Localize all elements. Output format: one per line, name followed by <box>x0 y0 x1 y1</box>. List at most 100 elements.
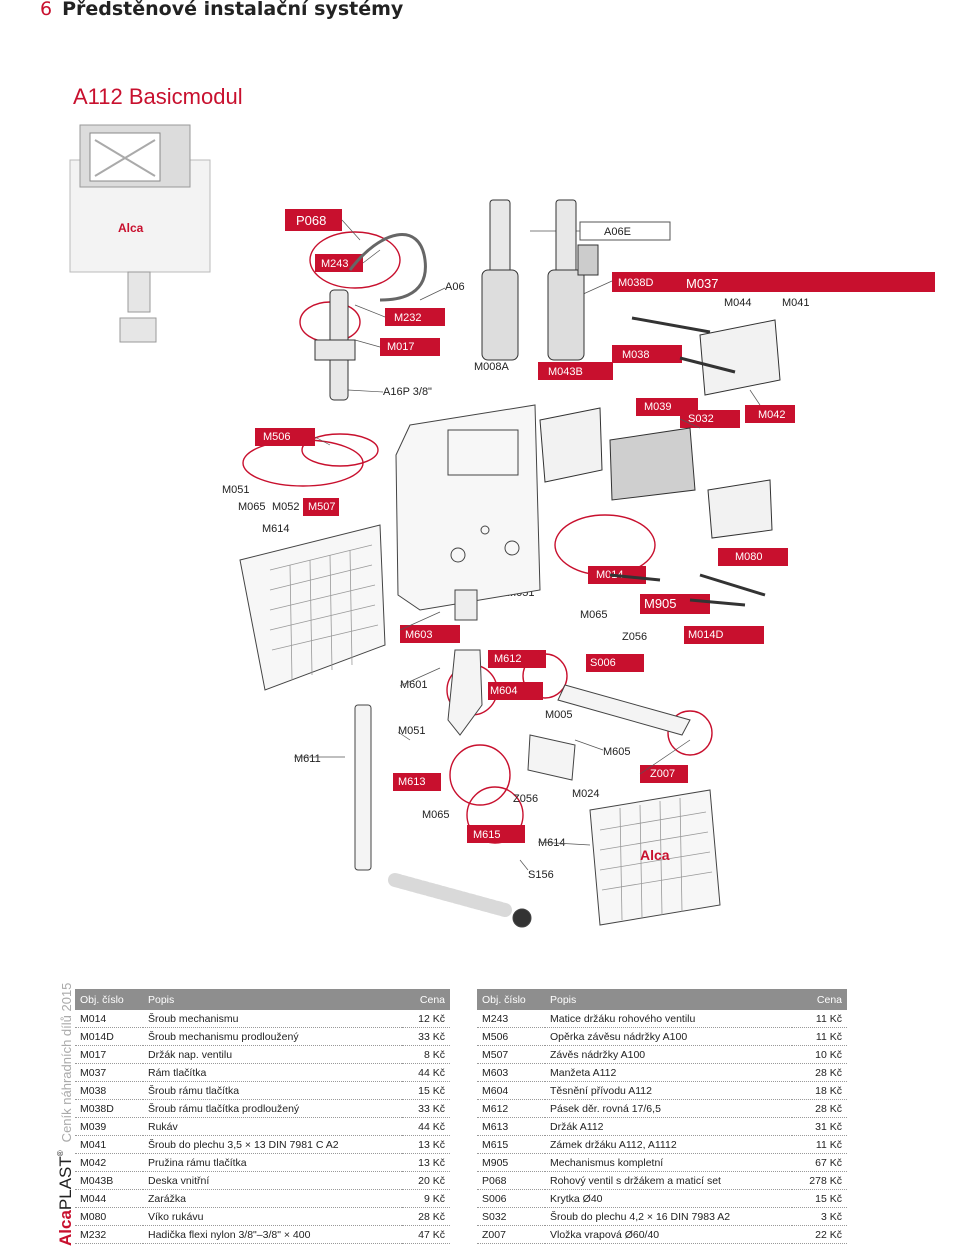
cover-panel-left <box>239 524 386 691</box>
part-price: 12 Kč <box>402 1010 450 1028</box>
label-M008A: M008A <box>474 361 510 373</box>
part-price: 44 Kč <box>402 1117 450 1136</box>
part-price: 47 Kč <box>402 1225 450 1244</box>
part-code: M014 <box>75 1010 143 1028</box>
label-Z056-b: Z056 <box>513 793 538 805</box>
part-price: 278 Kč <box>791 1171 847 1190</box>
label-M605: M605 <box>603 746 631 758</box>
highlight-ring-m506 <box>301 433 379 467</box>
part-price: 33 Kč <box>402 1099 450 1118</box>
label-A16P: A16P 3/8" <box>383 386 432 398</box>
part-description: Vložka vrapová Ø60/40 <box>545 1225 792 1244</box>
part-price: 33 Kč <box>402 1027 450 1046</box>
label-M615: M615 <box>473 829 501 841</box>
part-code: P068 <box>477 1171 545 1190</box>
part-description: Rám tlačítka <box>143 1063 403 1082</box>
part-code: M613 <box>477 1117 545 1136</box>
product-title: A112 Basicmodul <box>73 84 243 109</box>
part-description: Držák nap. ventilu <box>143 1045 403 1064</box>
part-price: 11 Kč <box>791 1010 847 1028</box>
label-M024: M024 <box>572 788 600 800</box>
header-code: Obj. číslo <box>477 989 545 1010</box>
part-description: Víko rukávu <box>143 1207 403 1226</box>
part-price: 28 Kč <box>791 1099 847 1118</box>
label-M014: M014 <box>596 569 624 581</box>
label-M039: M039 <box>644 401 672 413</box>
label-M232: M232 <box>394 312 422 324</box>
label-M037: M037 <box>686 276 719 291</box>
label-M051-c: M051 <box>398 725 426 737</box>
brand-plast: PLAST <box>56 1156 75 1211</box>
part-price: 20 Kč <box>402 1171 450 1190</box>
label-M601: M601 <box>400 679 428 691</box>
label-M507: M507 <box>308 501 336 513</box>
part-code: S032 <box>477 1207 545 1226</box>
part-description: Šroub mechanismu prodloužený <box>143 1027 403 1046</box>
label-Z056-a: Z056 <box>622 631 647 643</box>
label-M506: M506 <box>263 431 291 443</box>
part-price: 22 Kč <box>791 1225 847 1244</box>
label-M052: M052 <box>272 501 300 513</box>
label-Z007: Z007 <box>650 768 675 780</box>
part-code: M506 <box>477 1027 545 1046</box>
label-M065-a: M065 <box>238 501 266 513</box>
label-M038D: M038D <box>618 277 654 289</box>
part-code: M604 <box>477 1081 545 1100</box>
part-price: 31 Kč <box>791 1117 847 1136</box>
part-price: 11 Kč <box>791 1135 847 1154</box>
part-code: M017 <box>75 1045 143 1064</box>
part-code: M038D <box>75 1099 143 1118</box>
panel-logo: Alca <box>640 847 670 863</box>
table-header-row: Obj. číslo Popis Cena <box>75 989 450 1010</box>
label-M051-a: M051 <box>222 484 250 496</box>
brand-alca: Alca <box>56 1210 75 1246</box>
part-price: 3 Kč <box>791 1207 847 1226</box>
label-S032: S032 <box>688 413 714 425</box>
part-price: 9 Kč <box>402 1189 450 1208</box>
label-A06E: A06E <box>604 226 631 238</box>
highlight-ring-p068 <box>309 231 401 289</box>
part-price: 11 Kč <box>791 1027 847 1046</box>
part-code: M014D <box>75 1027 143 1046</box>
part-description: Manžeta A112 <box>545 1063 792 1082</box>
part-code: M041 <box>75 1135 143 1154</box>
part-code: M603 <box>477 1063 545 1082</box>
label-M043B: M043B <box>548 366 583 378</box>
part-code: M905 <box>477 1153 545 1172</box>
part-description: Držák A112 <box>545 1117 792 1136</box>
label-S156: S156 <box>528 869 554 881</box>
label-M614-a: M614 <box>262 523 290 535</box>
label-M613: M613 <box>398 776 426 788</box>
label-M065-c: M065 <box>422 809 450 821</box>
part-description: Deska vnitřní <box>143 1171 403 1190</box>
part-code: M043B <box>75 1171 143 1190</box>
label-M603: M603 <box>405 629 433 641</box>
module-photo: Alca <box>69 124 211 343</box>
part-description: Rukáv <box>143 1117 403 1136</box>
label-P068: P068 <box>296 213 326 228</box>
label-M044: M044 <box>724 297 752 309</box>
highlight-ring-z007 <box>667 710 713 756</box>
label-M038: M038 <box>622 349 650 361</box>
part-description: Šroub do plechu 3,5 × 13 DIN 7981 C A2 <box>143 1135 403 1154</box>
cover-panel-right: Alca <box>589 789 721 926</box>
part-description: Hadička flexi nylon 3/8"–3/8" × 400 <box>143 1225 403 1244</box>
part-code: M080 <box>75 1207 143 1226</box>
part-description: Pásek děr. rovná 17/6,5 <box>545 1099 792 1118</box>
